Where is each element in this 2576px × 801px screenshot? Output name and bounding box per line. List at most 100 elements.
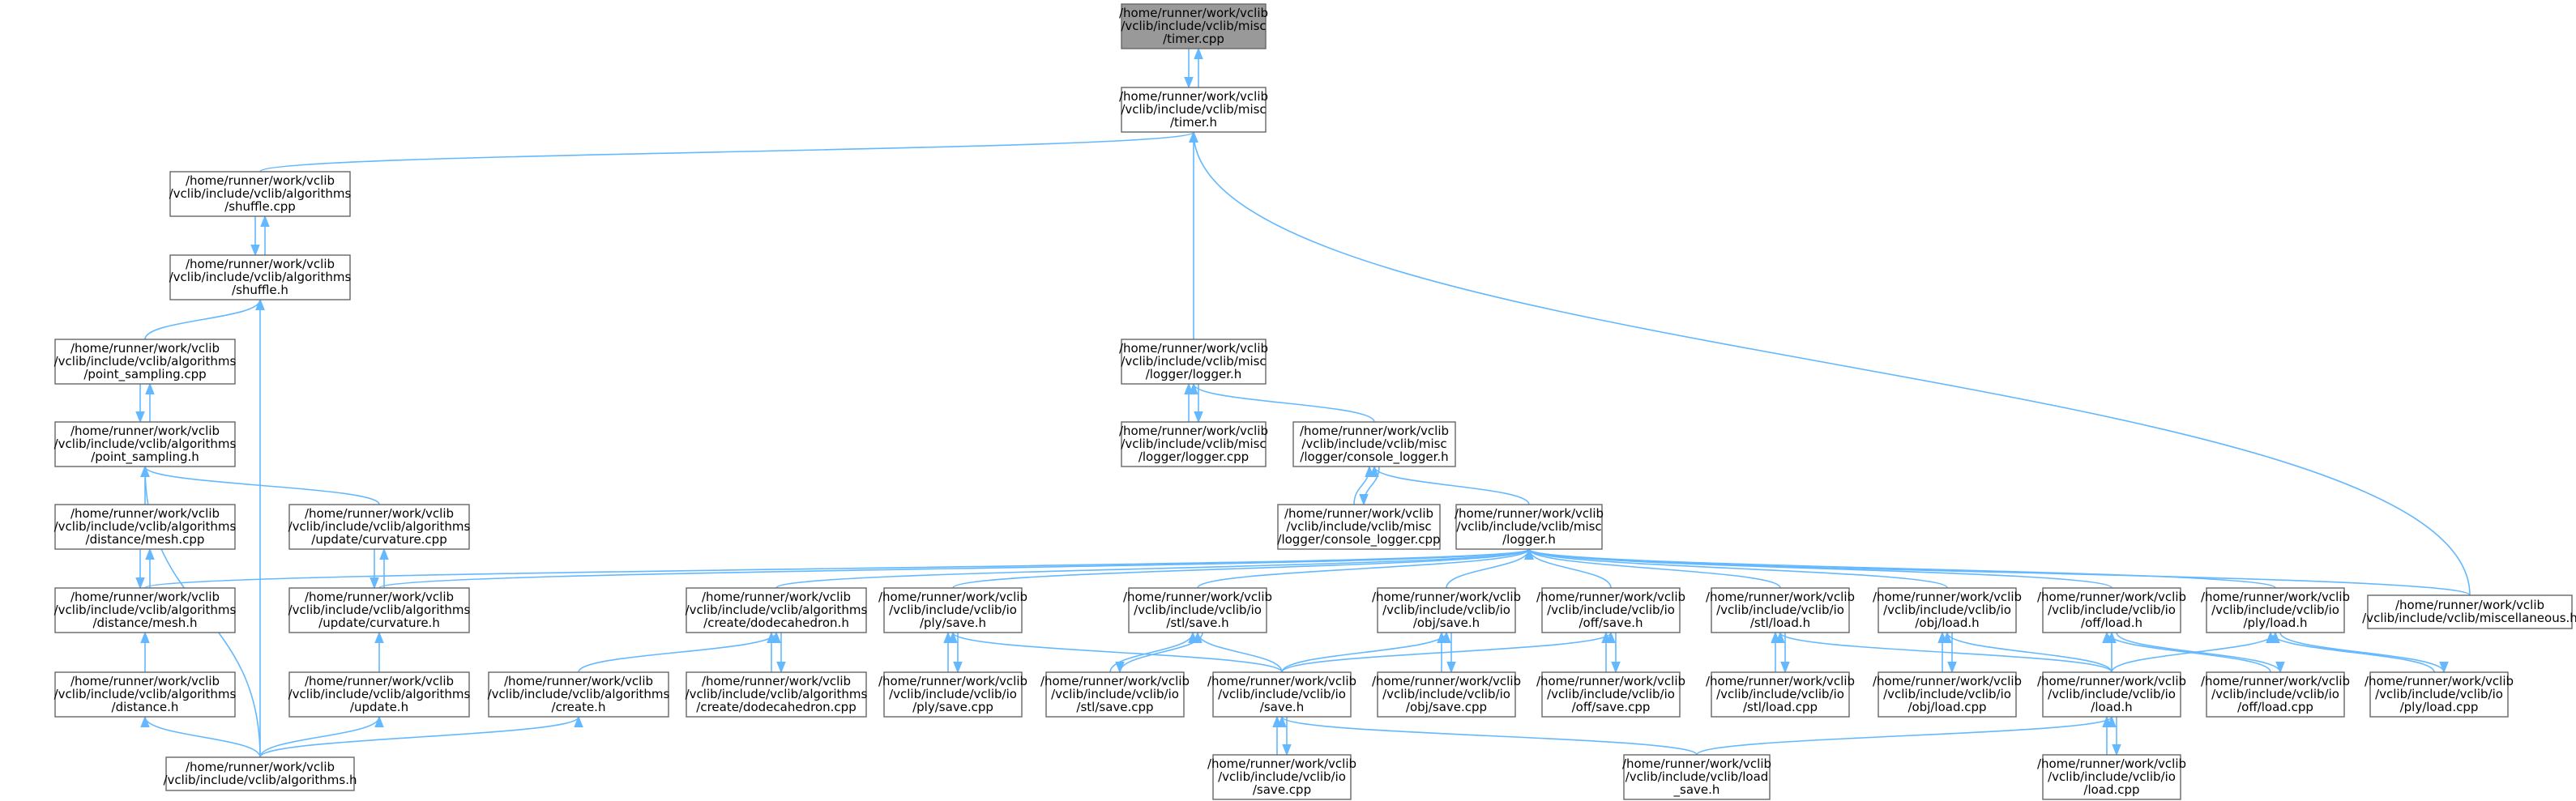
- node-shuffle-cpp[interactable]: /home/runner/work/vclib/vclib/include/vc…: [169, 171, 352, 217]
- node-box[interactable]: [165, 756, 355, 791]
- node-ply-save-cpp[interactable]: /home/runner/work/vclib/vclib/include/vc…: [878, 671, 1027, 718]
- node-off-load-cpp[interactable]: /home/runner/work/vclib/vclib/include/vc…: [2201, 671, 2350, 718]
- node-distance-h[interactable]: /home/runner/work/vclib/vclib/include/vc…: [54, 671, 237, 718]
- node-load-h[interactable]: /home/runner/work/vclib/vclib/include/vc…: [2037, 671, 2186, 718]
- node-box[interactable]: [169, 171, 351, 217]
- node-label-line: /stl/load.h: [1750, 616, 1810, 630]
- node-box[interactable]: [1121, 421, 1267, 467]
- node-obj-save-h[interactable]: /home/runner/work/vclib/vclib/include/vc…: [1372, 587, 1521, 633]
- node-label-line: /vclib/include/vclib/miscellaneous.h: [2362, 611, 2576, 625]
- node-label-line: /vclib/include/vclib/io: [1051, 687, 1179, 701]
- node-stl-load-h[interactable]: /home/runner/work/vclib/vclib/include/vc…: [1706, 587, 1855, 633]
- node-box[interactable]: [1377, 671, 1516, 718]
- node-box[interactable]: [54, 504, 236, 550]
- node-create-h[interactable]: /home/runner/work/vclib/vclib/include/vc…: [488, 671, 670, 718]
- node-ps-h[interactable]: /home/runner/work/vclib/vclib/include/vc…: [54, 421, 237, 467]
- node-box[interactable]: [1212, 754, 1352, 800]
- node-ps-cpp[interactable]: /home/runner/work/vclib/vclib/include/vc…: [54, 339, 237, 385]
- node-logger-cpp[interactable]: /home/runner/work/vclib/vclib/include/vc…: [1119, 421, 1268, 467]
- node-label-line: /vclib/include/vclib/io: [2211, 687, 2339, 701]
- node-box[interactable]: [2367, 594, 2573, 629]
- dependency-edge-load_h-to-ply_load_h: [2111, 631, 2280, 673]
- node-label-line: /vclib/include/vclib/algorithms: [686, 687, 868, 701]
- node-box[interactable]: [2369, 671, 2509, 718]
- node-box[interactable]: [1377, 587, 1516, 633]
- node-box[interactable]: [686, 587, 867, 633]
- node-box[interactable]: [1121, 3, 1267, 49]
- node-box[interactable]: [1121, 339, 1267, 385]
- node-box[interactable]: [54, 339, 236, 385]
- node-box[interactable]: [1277, 504, 1441, 550]
- node-box[interactable]: [1878, 671, 2017, 718]
- node-box[interactable]: [288, 504, 470, 550]
- node-timer-h[interactable]: /home/runner/work/vclib/vclib/include/vc…: [1119, 87, 1268, 133]
- node-box[interactable]: [2042, 587, 2181, 633]
- node-label-line: /point_sampling.cpp: [83, 367, 206, 382]
- node-box[interactable]: [1878, 587, 2017, 633]
- node-box[interactable]: [1541, 671, 1681, 718]
- node-label-line: /create.h: [552, 700, 606, 714]
- node-stl-load-cpp[interactable]: /home/runner/work/vclib/vclib/include/vc…: [1706, 671, 1855, 718]
- node-algorithms-h[interactable]: /home/runner/work/vclib/vclib/include/vc…: [163, 756, 357, 791]
- node-box[interactable]: [1121, 87, 1267, 133]
- node-timer-cpp[interactable]: /home/runner/work/vclib/vclib/include/vc…: [1119, 3, 1268, 49]
- node-box[interactable]: [1541, 587, 1681, 633]
- node-ply-save-h[interactable]: /home/runner/work/vclib/vclib/include/vc…: [878, 587, 1027, 633]
- node-logger-main[interactable]: /home/runner/work/vclib/vclib/include/vc…: [1455, 504, 1604, 550]
- node-box[interactable]: [288, 587, 470, 633]
- node-load-save-h[interactable]: /home/runner/work/vclib/vclib/include/vc…: [1622, 754, 1771, 800]
- node-label-line: /off/save.cpp: [1572, 700, 1651, 714]
- node-label-line: /vclib/include/vclib/algorithms: [54, 687, 237, 701]
- node-off-save-h[interactable]: /home/runner/work/vclib/vclib/include/vc…: [1536, 587, 1685, 633]
- node-box[interactable]: [2042, 671, 2181, 718]
- node-box[interactable]: [288, 671, 470, 718]
- node-box[interactable]: [169, 254, 351, 300]
- node-box[interactable]: [1292, 421, 1456, 467]
- node-off-load-h[interactable]: /home/runner/work/vclib/vclib/include/vc…: [2037, 587, 2186, 633]
- node-box[interactable]: [1711, 671, 1850, 718]
- node-box[interactable]: [2206, 587, 2345, 633]
- node-box[interactable]: [54, 671, 236, 718]
- node-ply-load-h[interactable]: /home/runner/work/vclib/vclib/include/vc…: [2201, 587, 2350, 633]
- node-box[interactable]: [54, 421, 236, 467]
- node-box[interactable]: [1711, 587, 1850, 633]
- node-dodec-h[interactable]: /home/runner/work/vclib/vclib/include/vc…: [686, 587, 868, 633]
- node-ply-load-cpp[interactable]: /home/runner/work/vclib/vclib/include/vc…: [2365, 671, 2514, 718]
- node-misc-h[interactable]: /home/runner/work/vclib/vclib/include/vc…: [2362, 594, 2576, 629]
- node-curv-h[interactable]: /home/runner/work/vclib/vclib/include/vc…: [288, 587, 471, 633]
- node-box[interactable]: [1045, 671, 1185, 718]
- node-shuffle-h[interactable]: /home/runner/work/vclib/vclib/include/vc…: [169, 254, 352, 300]
- node-off-save-cpp[interactable]: /home/runner/work/vclib/vclib/include/vc…: [1536, 671, 1685, 718]
- node-obj-load-cpp[interactable]: /home/runner/work/vclib/vclib/include/vc…: [1873, 671, 2022, 718]
- node-curv-cpp[interactable]: /home/runner/work/vclib/vclib/include/vc…: [288, 504, 471, 550]
- node-logger-h[interactable]: /home/runner/work/vclib/vclib/include/vc…: [1119, 339, 1268, 385]
- node-stl-save-cpp[interactable]: /home/runner/work/vclib/vclib/include/vc…: [1040, 671, 1190, 718]
- node-save-h[interactable]: /home/runner/work/vclib/vclib/include/vc…: [1207, 671, 1356, 718]
- node-save-cpp[interactable]: /home/runner/work/vclib/vclib/include/vc…: [1207, 754, 1356, 800]
- node-dist-mesh-h[interactable]: /home/runner/work/vclib/vclib/include/vc…: [54, 587, 237, 633]
- node-obj-save-cpp[interactable]: /home/runner/work/vclib/vclib/include/vc…: [1372, 671, 1521, 718]
- node-update-h[interactable]: /home/runner/work/vclib/vclib/include/vc…: [288, 671, 471, 718]
- node-obj-load-h[interactable]: /home/runner/work/vclib/vclib/include/vc…: [1873, 587, 2022, 633]
- node-box[interactable]: [1623, 754, 1771, 800]
- node-box[interactable]: [686, 671, 867, 718]
- node-console-h[interactable]: /home/runner/work/vclib/vclib/include/vc…: [1292, 421, 1456, 467]
- node-box[interactable]: [54, 587, 236, 633]
- node-box[interactable]: [1128, 587, 1267, 633]
- node-box[interactable]: [488, 671, 669, 718]
- node-console-cpp[interactable]: /home/runner/work/vclib/vclib/include/vc…: [1277, 504, 1441, 550]
- node-label-line: /home/runner/work/vclib: [1119, 424, 1268, 438]
- node-box[interactable]: [883, 671, 1023, 718]
- node-box[interactable]: [1455, 504, 1603, 550]
- node-dist-mesh-cpp[interactable]: /home/runner/work/vclib/vclib/include/vc…: [54, 504, 237, 550]
- node-load-cpp[interactable]: /home/runner/work/vclib/vclib/include/vc…: [2037, 754, 2186, 800]
- dependency-edge-ply_save_h-to-logger_main: [952, 547, 1534, 589]
- node-stl-save-h[interactable]: /home/runner/work/vclib/vclib/include/vc…: [1123, 587, 1272, 633]
- node-box[interactable]: [1212, 671, 1352, 718]
- node-label-line: /timer.cpp: [1163, 32, 1224, 46]
- node-label-line: /home/runner/work/vclib: [1119, 89, 1268, 104]
- node-box[interactable]: [883, 587, 1023, 633]
- node-box[interactable]: [2042, 754, 2181, 800]
- node-dodec-cpp[interactable]: /home/runner/work/vclib/vclib/include/vc…: [686, 671, 868, 718]
- node-box[interactable]: [2206, 671, 2345, 718]
